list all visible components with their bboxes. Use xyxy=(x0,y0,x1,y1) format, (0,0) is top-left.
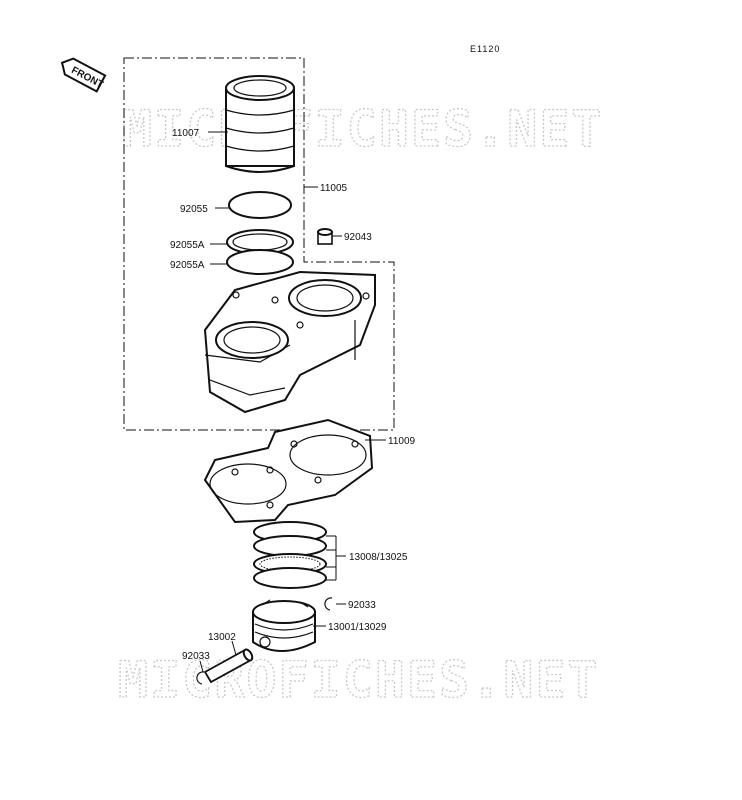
part-label-13008-13025: 13008/13025 xyxy=(349,552,408,563)
part-label-11009: 11009 xyxy=(388,436,416,447)
front-arrow: FRONT xyxy=(60,57,107,93)
base-gasket xyxy=(203,418,374,524)
part-label-13002: 13002 xyxy=(208,632,236,643)
front-arrow-icon xyxy=(60,57,107,93)
part-label-92055a-lower: 92055A xyxy=(170,260,205,271)
piston xyxy=(252,599,316,652)
assembly-bracket xyxy=(123,57,395,431)
dowel-pin xyxy=(317,228,333,245)
o-ring-92055 xyxy=(228,191,292,219)
cylinder-block xyxy=(203,270,376,414)
part-label-92033-left: 92033 xyxy=(182,651,210,662)
circlip-92033-right xyxy=(324,597,333,611)
part-label-92043: 92043 xyxy=(344,232,372,243)
part-label-92055a-upper: 92055A xyxy=(170,240,205,251)
piston-ring-set xyxy=(253,521,327,589)
cylinder-liner xyxy=(225,75,295,173)
o-ring-92055a-lower xyxy=(226,249,294,275)
part-label-13001-13029: 13001/13029 xyxy=(328,622,387,633)
part-label-11007: 11007 xyxy=(172,128,200,139)
part-label-11005: 11005 xyxy=(320,183,348,194)
watermark-top: MICROFICHES.NET xyxy=(122,100,604,158)
part-label-92055: 92055 xyxy=(180,204,208,215)
leader-lines xyxy=(199,131,386,673)
piston-pin xyxy=(203,648,254,684)
part-label-92033-right: 92033 xyxy=(348,600,376,611)
diagram-code: E1120 xyxy=(470,44,500,54)
circlip-92033-left xyxy=(196,671,205,685)
